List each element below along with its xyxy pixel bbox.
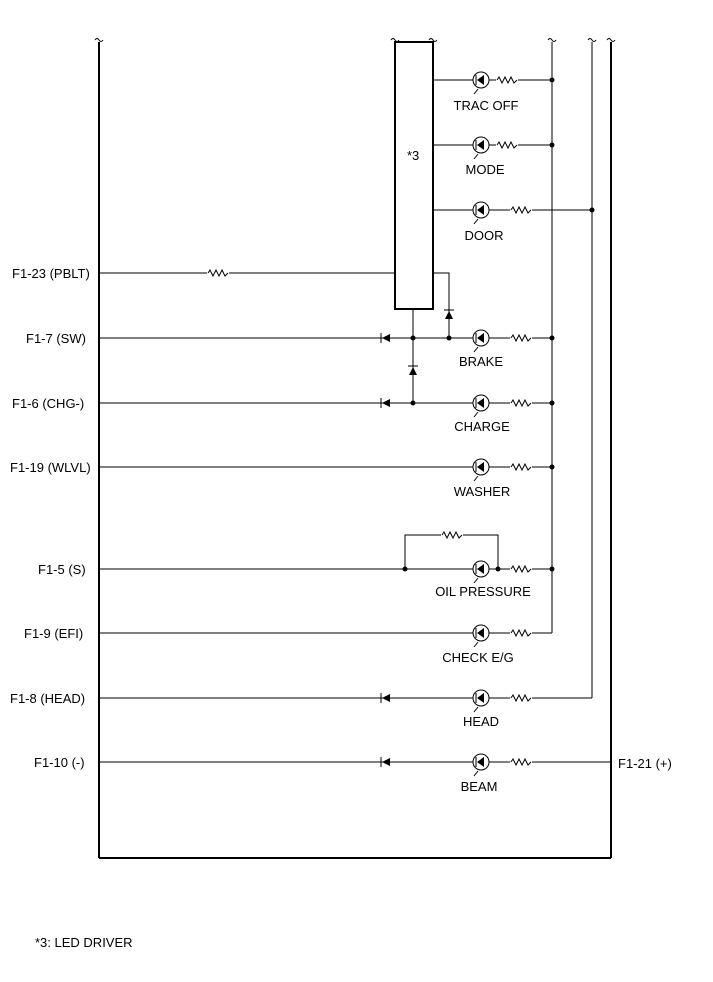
- row-pblt: F1-23 (PBLT): [12, 266, 454, 338]
- pin-label-sw: F1-7 (SW): [26, 331, 86, 346]
- bus-wires: [547, 38, 597, 698]
- label-check-eg: CHECK E/G: [442, 650, 514, 665]
- resistor-icon: [510, 564, 532, 574]
- row-s-oil-pressure: F1-5 (S) OIL PRESSURE: [38, 530, 555, 599]
- label-washer: WASHER: [454, 484, 511, 499]
- led-driver-box: *3: [390, 38, 438, 310]
- label-mode: MODE: [466, 162, 505, 177]
- resistor-icon: [207, 268, 229, 278]
- diode-icon: [444, 309, 454, 319]
- row-head: F1-8 (HEAD) HEAD: [10, 689, 592, 729]
- pin-label-plus: F1-21 (+): [618, 756, 672, 771]
- label-brake: BRAKE: [459, 354, 503, 369]
- outer-frame: [94, 38, 616, 859]
- driver-chg-link: [408, 309, 418, 403]
- resistor-icon: [510, 333, 532, 343]
- led-icon: [472, 624, 490, 648]
- diode-icon: [380, 398, 390, 408]
- pin-label-chg: F1-6 (CHG-): [12, 396, 84, 411]
- label-door: DOOR: [465, 228, 504, 243]
- label-charge: CHARGE: [454, 419, 510, 434]
- resistor-icon: [510, 462, 532, 472]
- pin-label-efi: F1-9 (EFI): [24, 626, 83, 641]
- row-door: DOOR: [433, 201, 595, 243]
- led-icon: [472, 201, 490, 225]
- row-sw-brake: F1-7 (SW) BRAKE: [26, 329, 555, 369]
- resistor-icon: [510, 205, 532, 215]
- pin-label-pblt: F1-23 (PBLT): [12, 266, 90, 281]
- resistor-icon: [510, 757, 532, 767]
- diode-icon: [380, 693, 390, 703]
- led-icon: [472, 329, 490, 353]
- resistor-icon: [510, 398, 532, 408]
- row-beam: F1-10 (-) BEAM F1-21 (+): [34, 753, 672, 794]
- row-trac-off: TRAC OFF: [433, 71, 555, 113]
- label-oil-pressure: OIL PRESSURE: [435, 584, 531, 599]
- led-icon: [472, 689, 490, 713]
- led-icon: [472, 753, 490, 777]
- row-efi-check-eg: F1-9 (EFI) CHECK E/G: [24, 624, 552, 665]
- label-trac-off: TRAC OFF: [454, 98, 519, 113]
- label-beam: BEAM: [461, 779, 498, 794]
- pin-label-wlvl: F1-19 (WLVL): [10, 460, 91, 475]
- pin-label-minus: F1-10 (-): [34, 755, 85, 770]
- resistor-icon: [510, 693, 532, 703]
- row-mode: MODE: [433, 136, 555, 177]
- resistor-icon: [441, 530, 463, 540]
- led-icon: [472, 458, 490, 482]
- diode-icon: [380, 757, 390, 767]
- pin-label-s: F1-5 (S): [38, 562, 86, 577]
- led-icon: [472, 394, 490, 418]
- resistor-icon: [496, 140, 518, 150]
- led-icon: [472, 71, 490, 95]
- led-icon: [472, 136, 490, 160]
- led-driver-tag: *3: [407, 148, 419, 163]
- row-chg-charge: F1-6 (CHG-) CHARGE: [12, 394, 555, 434]
- pin-label-head: F1-8 (HEAD): [10, 691, 85, 706]
- row-wlvl-washer: F1-19 (WLVL) WASHER: [10, 458, 555, 499]
- footnote: *3: LED DRIVER: [35, 935, 133, 950]
- resistor-icon: [496, 75, 518, 85]
- resistor-icon: [510, 628, 532, 638]
- diode-icon: [380, 333, 390, 343]
- led-icon: [472, 560, 490, 584]
- label-head: HEAD: [463, 714, 499, 729]
